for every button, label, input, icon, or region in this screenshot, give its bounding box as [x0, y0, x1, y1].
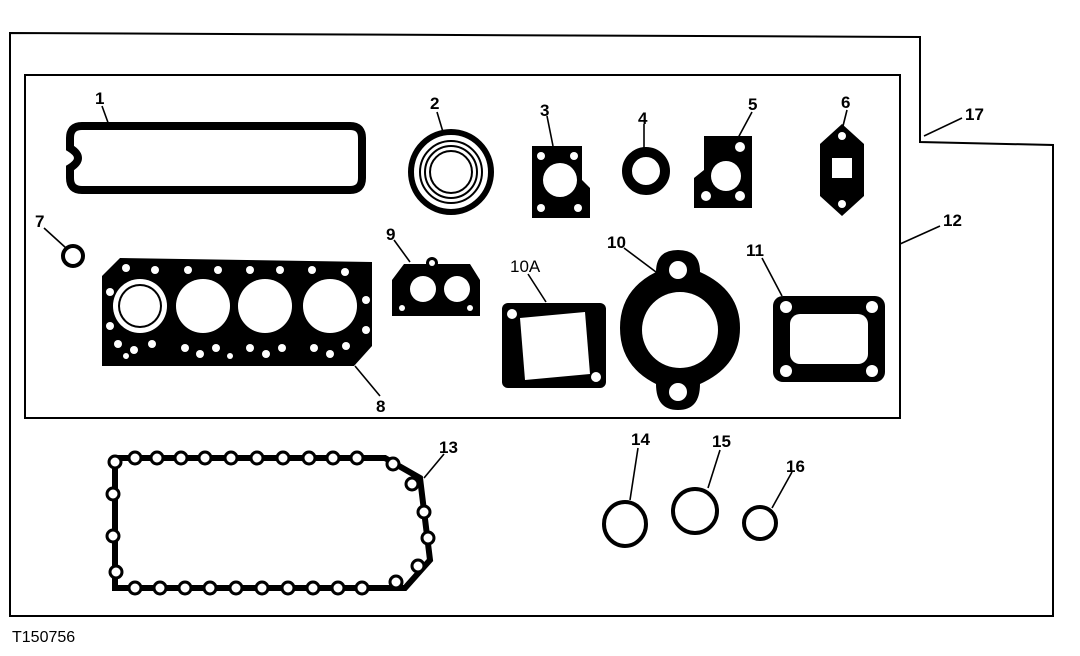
callout-9: 9 — [386, 225, 395, 244]
callout-10: 10 — [607, 233, 626, 252]
callout-5: 5 — [748, 95, 757, 114]
callout-11: 11 — [746, 241, 764, 260]
callout-12: 12 — [943, 211, 962, 230]
leader-lines — [43, 105, 963, 509]
callout-1: 1 — [95, 89, 104, 108]
part-8-head-gasket — [102, 258, 372, 366]
inner-kit-box-12 — [24, 74, 901, 419]
part-7-o-ring — [61, 244, 85, 268]
callout-2: 2 — [430, 94, 439, 113]
part-3-gasket — [532, 146, 590, 218]
callout-16: 16 — [786, 457, 805, 476]
part-10-gasket — [620, 250, 740, 410]
part-13-oil-pan-gasket — [105, 450, 436, 596]
part-9-gasket — [392, 257, 480, 316]
callout-4: 4 — [638, 109, 648, 128]
part-1-rocker-cover-gasket — [66, 122, 366, 194]
part-10a-gasket — [502, 303, 606, 388]
part-14-o-ring — [602, 500, 648, 548]
part-5-gasket — [694, 136, 752, 208]
callout-6: 6 — [841, 93, 850, 112]
callout-10a: 10A — [510, 257, 541, 276]
part-15-o-ring — [671, 487, 719, 535]
part-16-o-ring — [742, 505, 778, 541]
part-11-gasket — [773, 296, 885, 382]
callout-3: 3 — [540, 101, 549, 120]
callout-17: 17 — [965, 105, 984, 124]
figure-id-label: T150756 — [12, 629, 76, 646]
callout-14: 14 — [631, 430, 650, 449]
callout-13: 13 — [439, 438, 458, 457]
part-2-seal — [408, 129, 494, 215]
callout-15: 15 — [712, 432, 731, 451]
part-4-ring — [622, 147, 670, 195]
callout-7: 7 — [35, 212, 44, 231]
callout-8: 8 — [376, 397, 385, 416]
kit-outline-17 — [9, 31, 1054, 617]
part-6-gasket — [820, 124, 864, 216]
